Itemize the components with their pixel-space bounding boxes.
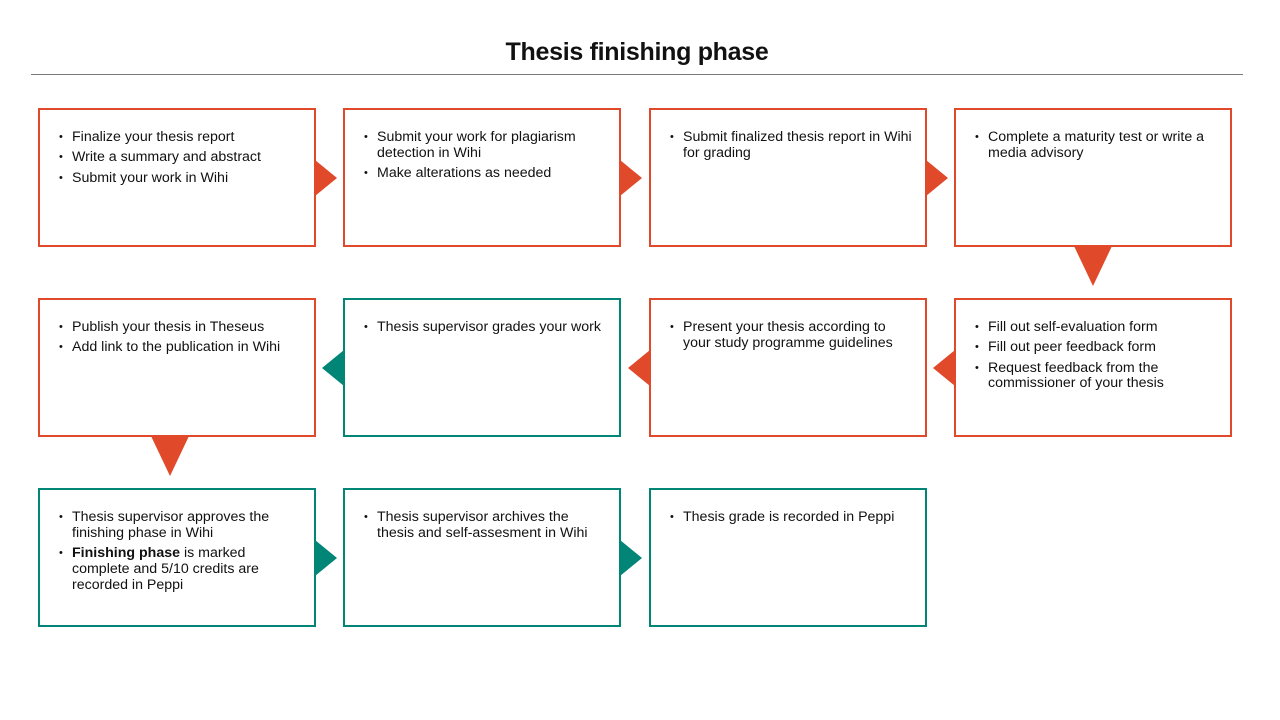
step-bullet-item: Fill out peer feedback form <box>975 339 1218 356</box>
step-bullet-item: Make alterations as needed <box>364 165 607 182</box>
flow-arrow-right-icon <box>926 160 948 196</box>
step-bullet-item: Submit your work in Wihi <box>59 170 302 187</box>
step-publish-theseus: Publish your thesis in TheseusAdd link t… <box>38 298 316 437</box>
step-maturity-test: Complete a maturity test or write a medi… <box>954 108 1232 247</box>
step-plagiarism-check: Submit your work for plagiarism detectio… <box>343 108 621 247</box>
step-bullet-list: Submit your work for plagiarism detectio… <box>363 129 607 182</box>
flow-arrow-right-icon <box>315 540 337 576</box>
step-bullet-list: Publish your thesis in TheseusAdd link t… <box>58 319 302 356</box>
flow-arrow-left-icon <box>628 350 650 386</box>
bullet-text: is marked complete and 5/10 credits are … <box>72 545 259 593</box>
step-grade-recorded: Thesis grade is recorded in Peppi <box>649 488 927 627</box>
step-bullet-item: Fill out self-evaluation form <box>975 319 1218 336</box>
title-divider <box>31 74 1243 75</box>
flow-arrow-right-icon <box>620 540 642 576</box>
flow-arrow-down-icon <box>1074 246 1112 286</box>
step-bullet-list: Present your thesis according to your st… <box>669 319 913 352</box>
step-supervisor-approves: Thesis supervisor approves the finishing… <box>38 488 316 627</box>
step-bullet-list: Fill out self-evaluation formFill out pe… <box>974 319 1218 393</box>
step-bullet-item: Finalize your thesis report <box>59 129 302 146</box>
step-bullet-item: Submit finalized thesis report in Wihi f… <box>670 129 913 162</box>
step-bullet-list: Submit finalized thesis report in Wihi f… <box>669 129 913 162</box>
step-bullet-item: Request feedback from the commissioner o… <box>975 360 1218 393</box>
step-bullet-item: Thesis grade is recorded in Peppi <box>670 509 913 526</box>
flow-arrow-left-icon <box>322 350 344 386</box>
step-bullet-item: Add link to the publication in Wihi <box>59 339 302 356</box>
flow-arrow-right-icon <box>620 160 642 196</box>
step-bullet-item: Complete a maturity test or write a medi… <box>975 129 1218 162</box>
step-bullet-item: Finishing phase is marked complete and 5… <box>59 545 302 593</box>
page-title: Thesis finishing phase <box>505 38 769 66</box>
step-bullet-list: Thesis supervisor approves the finishing… <box>58 509 302 593</box>
step-bullet-item: Present your thesis according to your st… <box>670 319 913 352</box>
step-supervisor-archives: Thesis supervisor archives the thesis an… <box>343 488 621 627</box>
step-finalize-report: Finalize your thesis reportWrite a summa… <box>38 108 316 247</box>
step-present-thesis: Present your thesis according to your st… <box>649 298 927 437</box>
step-bullet-list: Complete a maturity test or write a medi… <box>974 129 1218 162</box>
step-bullet-list: Thesis supervisor archives the thesis an… <box>363 509 607 542</box>
step-bullet-list: Thesis grade is recorded in Peppi <box>669 509 913 526</box>
step-bullet-item: Publish your thesis in Theseus <box>59 319 302 336</box>
step-feedback-forms: Fill out self-evaluation formFill out pe… <box>954 298 1232 437</box>
step-bullet-item: Write a summary and abstract <box>59 149 302 166</box>
step-submit-for-grading: Submit finalized thesis report in Wihi f… <box>649 108 927 247</box>
flow-arrow-down-icon <box>151 436 189 476</box>
step-bullet-item: Thesis supervisor approves the finishing… <box>59 509 302 542</box>
flow-arrow-right-icon <box>315 160 337 196</box>
step-bullet-list: Finalize your thesis reportWrite a summa… <box>58 129 302 187</box>
flow-arrow-left-icon <box>933 350 955 386</box>
step-bullet-list: Thesis supervisor grades your work <box>363 319 607 336</box>
step-bullet-item: Thesis supervisor archives the thesis an… <box>364 509 607 542</box>
step-supervisor-grades: Thesis supervisor grades your work <box>343 298 621 437</box>
step-bullet-item: Thesis supervisor grades your work <box>364 319 607 336</box>
step-bullet-item: Submit your work for plagiarism detectio… <box>364 129 607 162</box>
bold-phrase: Finishing phase <box>72 545 180 562</box>
